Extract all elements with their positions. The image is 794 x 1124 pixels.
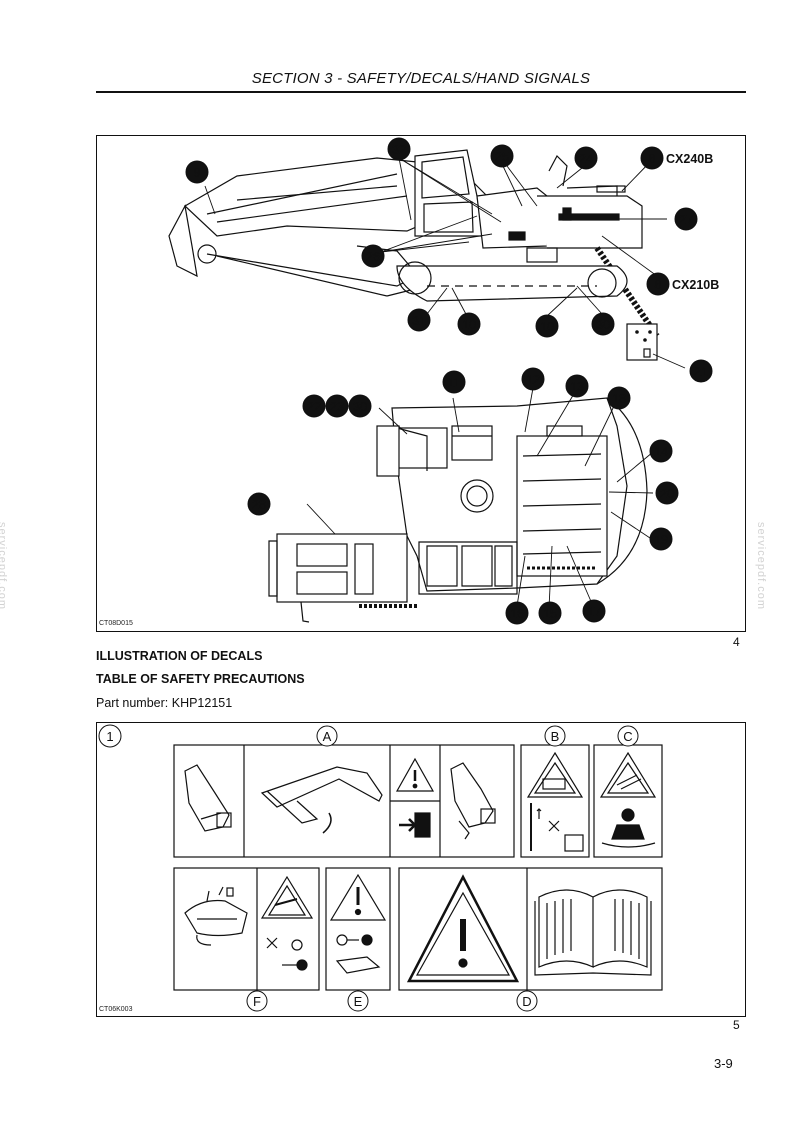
panel-letter-d: D xyxy=(522,994,531,1009)
callout-32: 32 xyxy=(392,142,406,157)
callout-28: 28 xyxy=(252,497,266,512)
callout-18: 18 xyxy=(612,391,626,406)
callout-10-left: 10 xyxy=(462,317,476,332)
model-label-cx240b: CX240B xyxy=(666,152,713,166)
callout-31: 31 xyxy=(412,313,426,328)
callout-14: 14 xyxy=(654,444,668,459)
panel-letter-e: E xyxy=(354,994,363,1009)
page-number: 3-9 xyxy=(714,1056,733,1071)
header-rule xyxy=(96,91,746,93)
panel-f xyxy=(173,867,320,991)
callout-26: 26 xyxy=(366,249,380,264)
heading-illustration-of-decals: ILLUSTRATION OF DECALS xyxy=(96,649,263,663)
model-label-cx210b: CX210B xyxy=(672,278,719,292)
callout-21: 21 xyxy=(694,364,708,379)
callout-11: 11 xyxy=(447,375,461,390)
callout-8-top: 8 xyxy=(648,151,655,166)
figure-4-frame: 32 25 24 8 9 26 27 8 31 10 10 30 21 11 1… xyxy=(96,135,746,632)
cab-top xyxy=(276,533,408,603)
figure-4-callouts: 32 25 24 8 9 26 27 8 31 10 10 30 21 11 1… xyxy=(97,136,745,631)
callout-8-bottom: 8 xyxy=(654,277,661,292)
figure-5-tag: CT06K003 xyxy=(99,1006,133,1013)
figure-5-callouts: 1 A B C F E D xyxy=(97,723,745,1016)
panel-a xyxy=(173,744,515,858)
callout-20: 20 xyxy=(660,486,674,501)
callout-12: 12 xyxy=(526,372,540,387)
panel-letter-a: A xyxy=(323,729,332,744)
excavator-diagram xyxy=(168,149,686,623)
figure-4-tag: CT08D015 xyxy=(99,620,133,627)
arm-pin xyxy=(197,244,217,264)
callout-13: 13 xyxy=(570,379,584,394)
callout-30-top: 30 xyxy=(353,399,367,414)
callout-30-side: 30 xyxy=(596,317,610,332)
top-view xyxy=(268,397,648,623)
decal-callout-1: 1 xyxy=(106,729,113,744)
callout-24: 24 xyxy=(579,151,593,166)
callout-19: 19 xyxy=(654,532,668,547)
bucket-arm xyxy=(168,204,198,278)
decal-khp12151 xyxy=(173,739,663,995)
section-title: SECTION 3 - SAFETY/DECALS/HAND SIGNALS xyxy=(251,70,591,87)
callout-17: 17 xyxy=(587,604,601,619)
figure-5-number: 5 xyxy=(733,1018,740,1032)
watermark-left: servicepdf.com xyxy=(0,522,8,610)
callout-23: 23 xyxy=(330,399,344,414)
figure-4-number: 4 xyxy=(733,635,740,649)
callout-9: 9 xyxy=(193,165,200,180)
panel-letter-f: F xyxy=(253,994,261,1009)
callout-27: 27 xyxy=(679,212,693,227)
callout-15: 15 xyxy=(543,606,557,621)
callout-22: 22 xyxy=(307,399,321,414)
heading-table-of-safety-precautions: TABLE OF SAFETY PRECAUTIONS xyxy=(96,672,305,686)
part-number: Part number: KHP12151 xyxy=(96,696,233,710)
watermark-right: servicepdf.com xyxy=(754,522,767,610)
decal-21-panel xyxy=(626,323,658,361)
panel-letter-b: B xyxy=(551,729,560,744)
panel-letter-c: C xyxy=(623,729,632,744)
callout-16: 16 xyxy=(510,606,524,621)
callout-25: 25 xyxy=(495,149,509,164)
figure-5-frame: 1 A B C F E D CT06K003 xyxy=(96,722,746,1017)
callout-10-right: 10 xyxy=(540,319,554,334)
